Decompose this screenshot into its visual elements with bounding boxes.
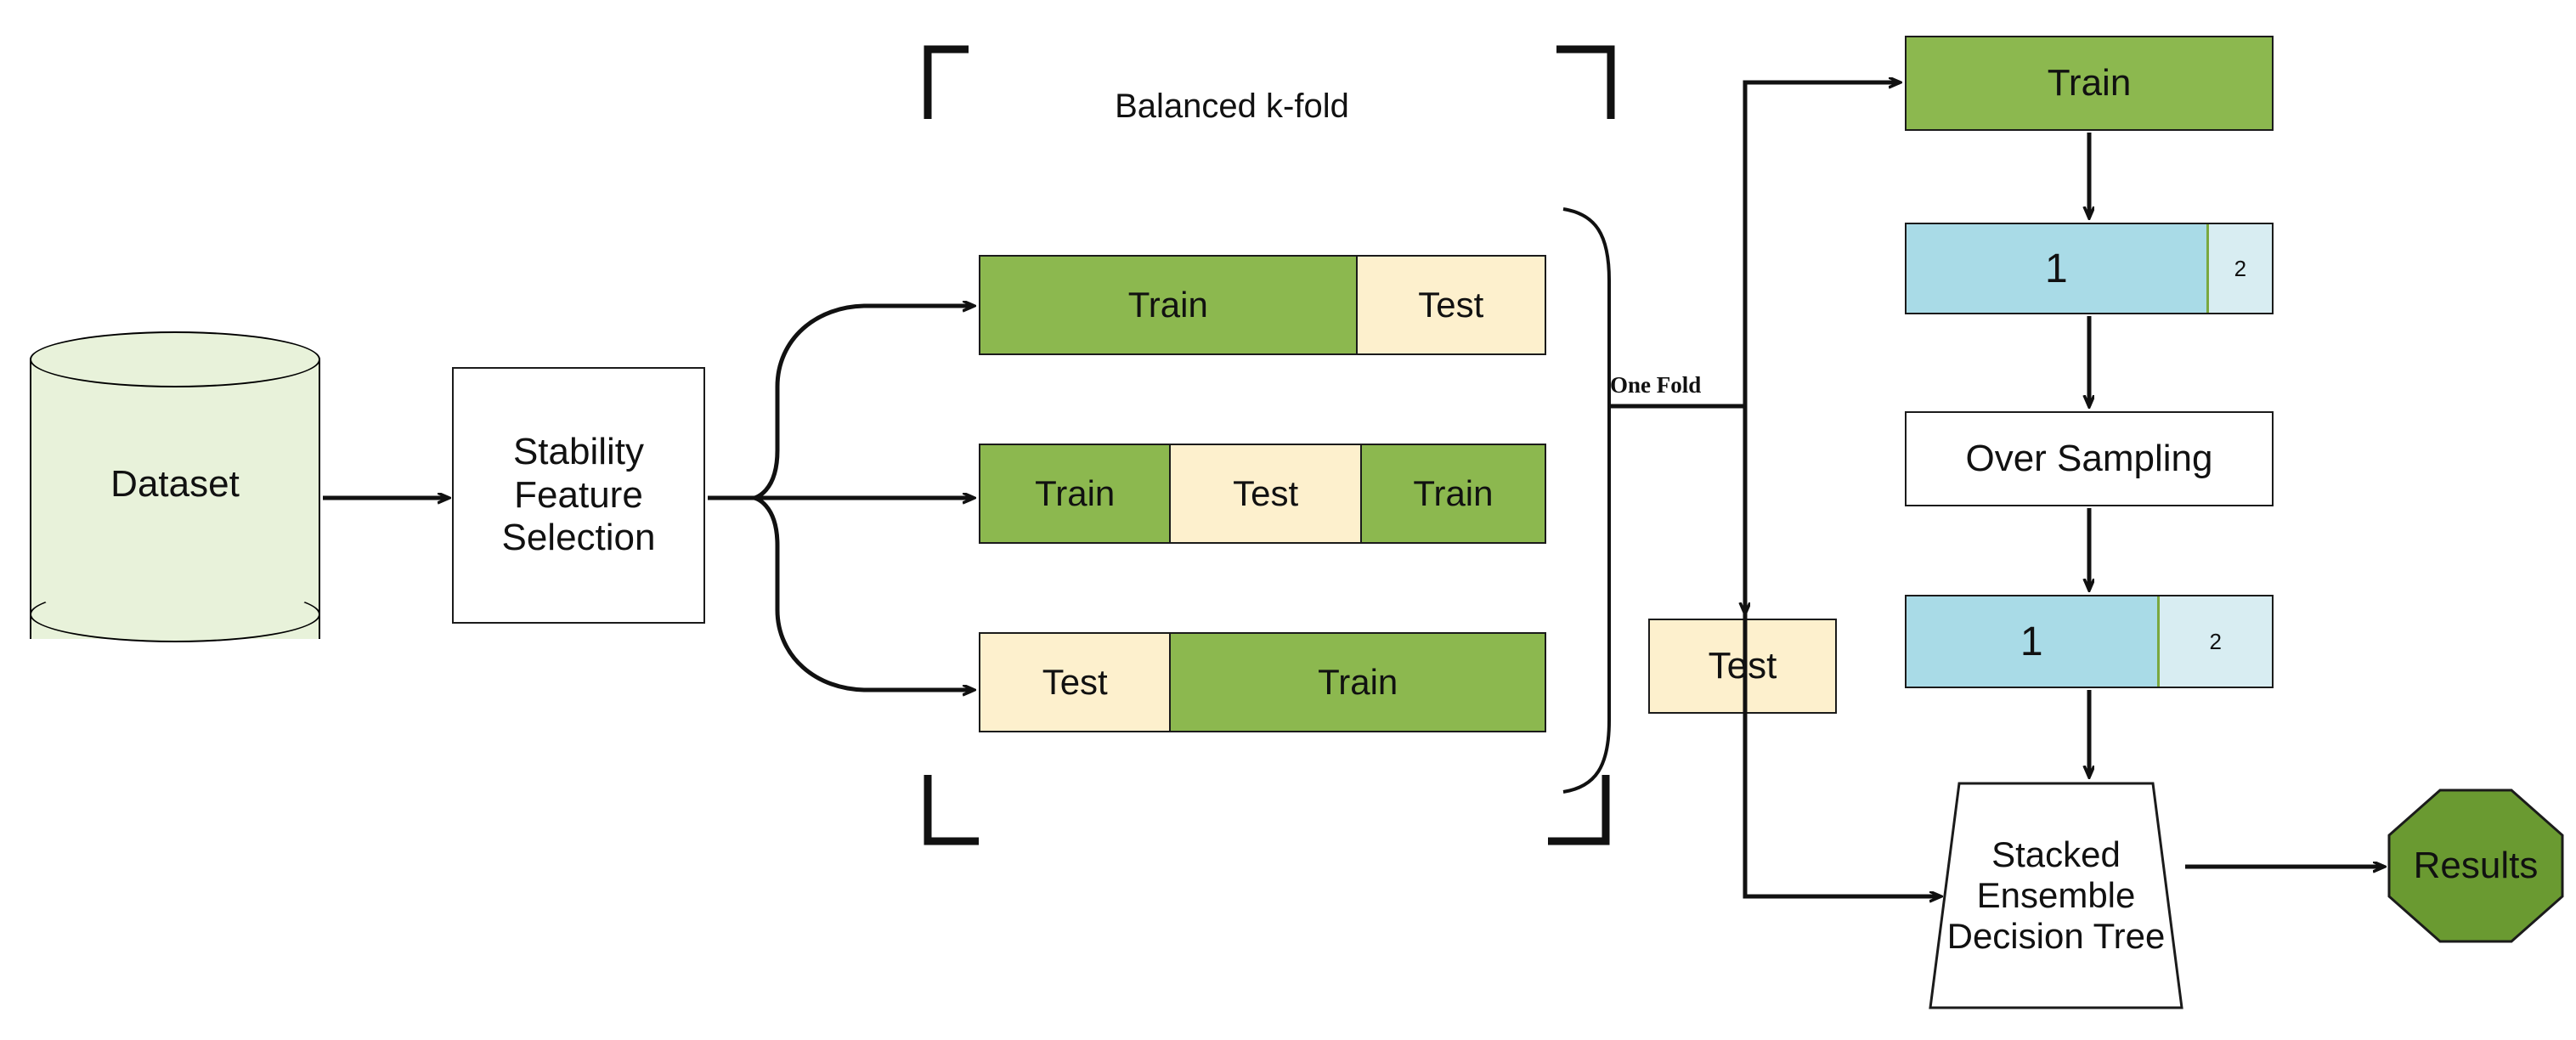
stability-feature-selection-box[interactable]: Stability Feature Selection — [452, 367, 705, 624]
sfs-line-1: Stability — [512, 431, 645, 473]
fold-bar-1[interactable]: Train Test — [979, 255, 1546, 355]
results-label: Results — [2413, 844, 2539, 886]
corner-bracket-top-right — [1556, 45, 1615, 119]
model-line-2: Ensemble — [1976, 874, 2136, 915]
fold-bar-3[interactable]: Test Train — [979, 632, 1546, 732]
fold-group-brace — [1562, 207, 1611, 794]
class-bar-after-segment-1: 1 — [1907, 596, 2157, 687]
fold-1-segment-test: Test — [1355, 257, 1545, 353]
sfs-line-3: Selection — [501, 517, 656, 559]
balanced-kfold-title: Balanced k-fold — [1115, 88, 1349, 125]
spine-to-train-box — [1743, 82, 1900, 406]
corner-bracket-bottom-right — [1548, 775, 1610, 845]
fold-3-segment-train: Train — [1169, 634, 1545, 731]
class-bar-before-segment-1: 1 — [1907, 224, 2206, 313]
fold-1-segment-train: Train — [980, 257, 1356, 353]
cylinder-bottom-cap — [30, 586, 320, 642]
train-box[interactable]: Train — [1905, 36, 2274, 131]
dataset-label: Dataset — [110, 462, 240, 505]
over-sampling-box[interactable]: Over Sampling — [1905, 411, 2274, 506]
class-distribution-bar-after[interactable]: 1 2 — [1905, 595, 2274, 688]
corner-bracket-top-left — [924, 45, 969, 119]
arrow-fanout-fold-3 — [754, 495, 974, 690]
model-line-1: Stacked — [1991, 834, 2121, 874]
test-box[interactable]: Test — [1648, 619, 1837, 714]
arrow-fanout-fold-1 — [754, 306, 974, 500]
sfs-label-stack: Stability Feature Selection — [454, 369, 703, 622]
dataset-cylinder: Dataset — [30, 331, 320, 670]
corner-bracket-bottom-left — [924, 775, 979, 845]
cylinder-top-cap — [30, 331, 320, 387]
trapezoid-label-stack: Stacked Ensemble Decision Tree — [1929, 782, 2183, 1009]
fold-2-segment-train-right: Train — [1359, 445, 1545, 542]
results-node[interactable]: Results — [2387, 788, 2564, 943]
trapezoid-shape — [1929, 782, 2183, 1009]
octagon-shape — [2387, 788, 2564, 943]
class-bar-after-segment-2: 2 — [2156, 596, 2272, 687]
class-distribution-bar-before[interactable]: 1 2 — [1905, 223, 2274, 314]
stacked-ensemble-decision-tree-node[interactable]: Stacked Ensemble Decision Tree — [1929, 782, 2183, 1009]
class-bar-before-segment-2: 2 — [2206, 224, 2272, 313]
fold-2-segment-train-left: Train — [980, 445, 1170, 542]
fold-2-segment-test: Test — [1169, 445, 1360, 542]
fold-bar-2[interactable]: Train Test Train — [979, 444, 1546, 544]
one-fold-label: One Fold — [1610, 372, 1702, 398]
fold-3-segment-test: Test — [980, 634, 1170, 731]
model-line-3: Decision Tree — [1946, 916, 2166, 957]
sfs-line-2: Feature — [514, 473, 643, 516]
